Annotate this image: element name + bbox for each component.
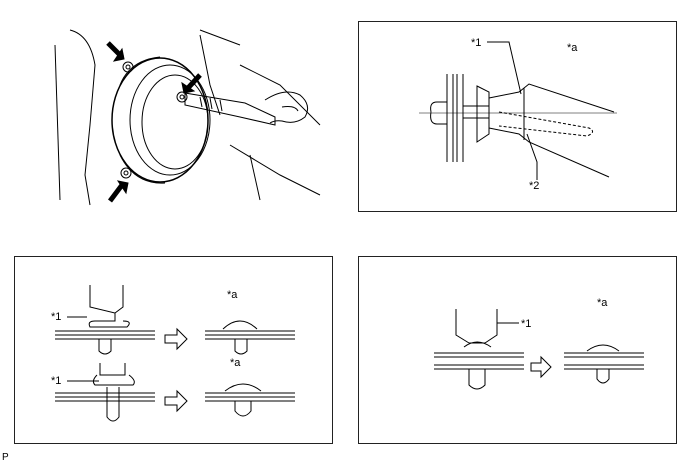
callout-2-label: *2	[529, 180, 540, 192]
callout-a-label: *a	[597, 297, 608, 309]
callout-1-upper-label: *1	[51, 311, 62, 323]
callout-1-lower-label: *1	[51, 375, 62, 387]
callout-a-lower-label: *a	[230, 357, 241, 369]
panel-rivet-drill: *a *1 *2	[358, 21, 677, 212]
callout-a-upper-label: *a	[227, 289, 238, 301]
figure-code: P	[2, 452, 9, 463]
callout-1-label: *1	[521, 318, 532, 330]
panel-rivet-sequence-right: *a *1	[358, 256, 677, 444]
speaker-removal-illustration	[50, 25, 330, 210]
callout-a-label: *a	[567, 42, 578, 54]
panel-rivet-sequence-left: *a *a *1 *1	[14, 256, 333, 444]
callout-1-label: *1	[471, 37, 482, 49]
